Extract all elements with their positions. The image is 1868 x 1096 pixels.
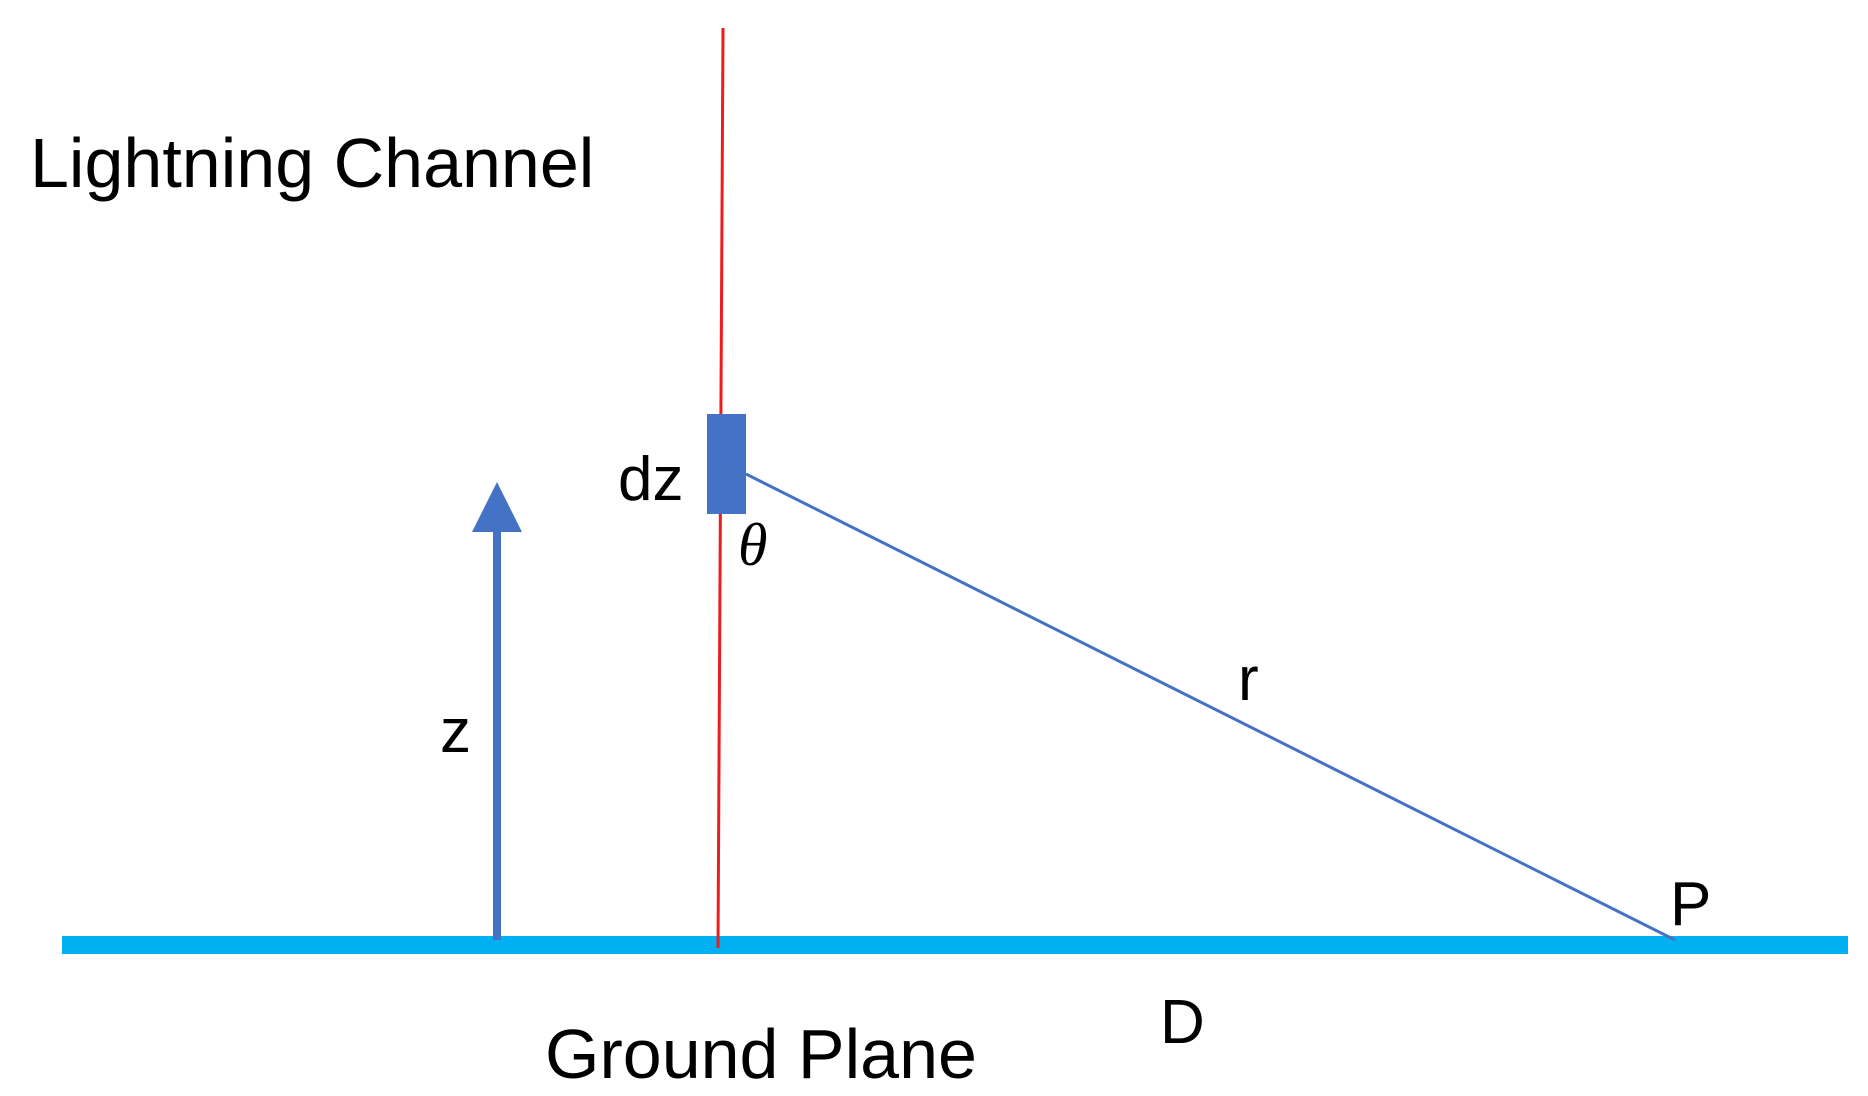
z-arrow-head <box>472 482 522 532</box>
r-label: r <box>1238 645 1259 714</box>
z-label: z <box>440 697 471 766</box>
d-label: D <box>1160 988 1205 1057</box>
lightning-channel-label: Lightning Channel <box>30 124 594 202</box>
r-distance-line <box>745 472 1676 942</box>
p-label: P <box>1670 870 1711 939</box>
dz-label: dz <box>618 445 683 514</box>
ground-plane-label: Ground Plane <box>545 1015 977 1093</box>
theta-label: θ <box>738 512 767 578</box>
dz-element <box>707 414 746 514</box>
